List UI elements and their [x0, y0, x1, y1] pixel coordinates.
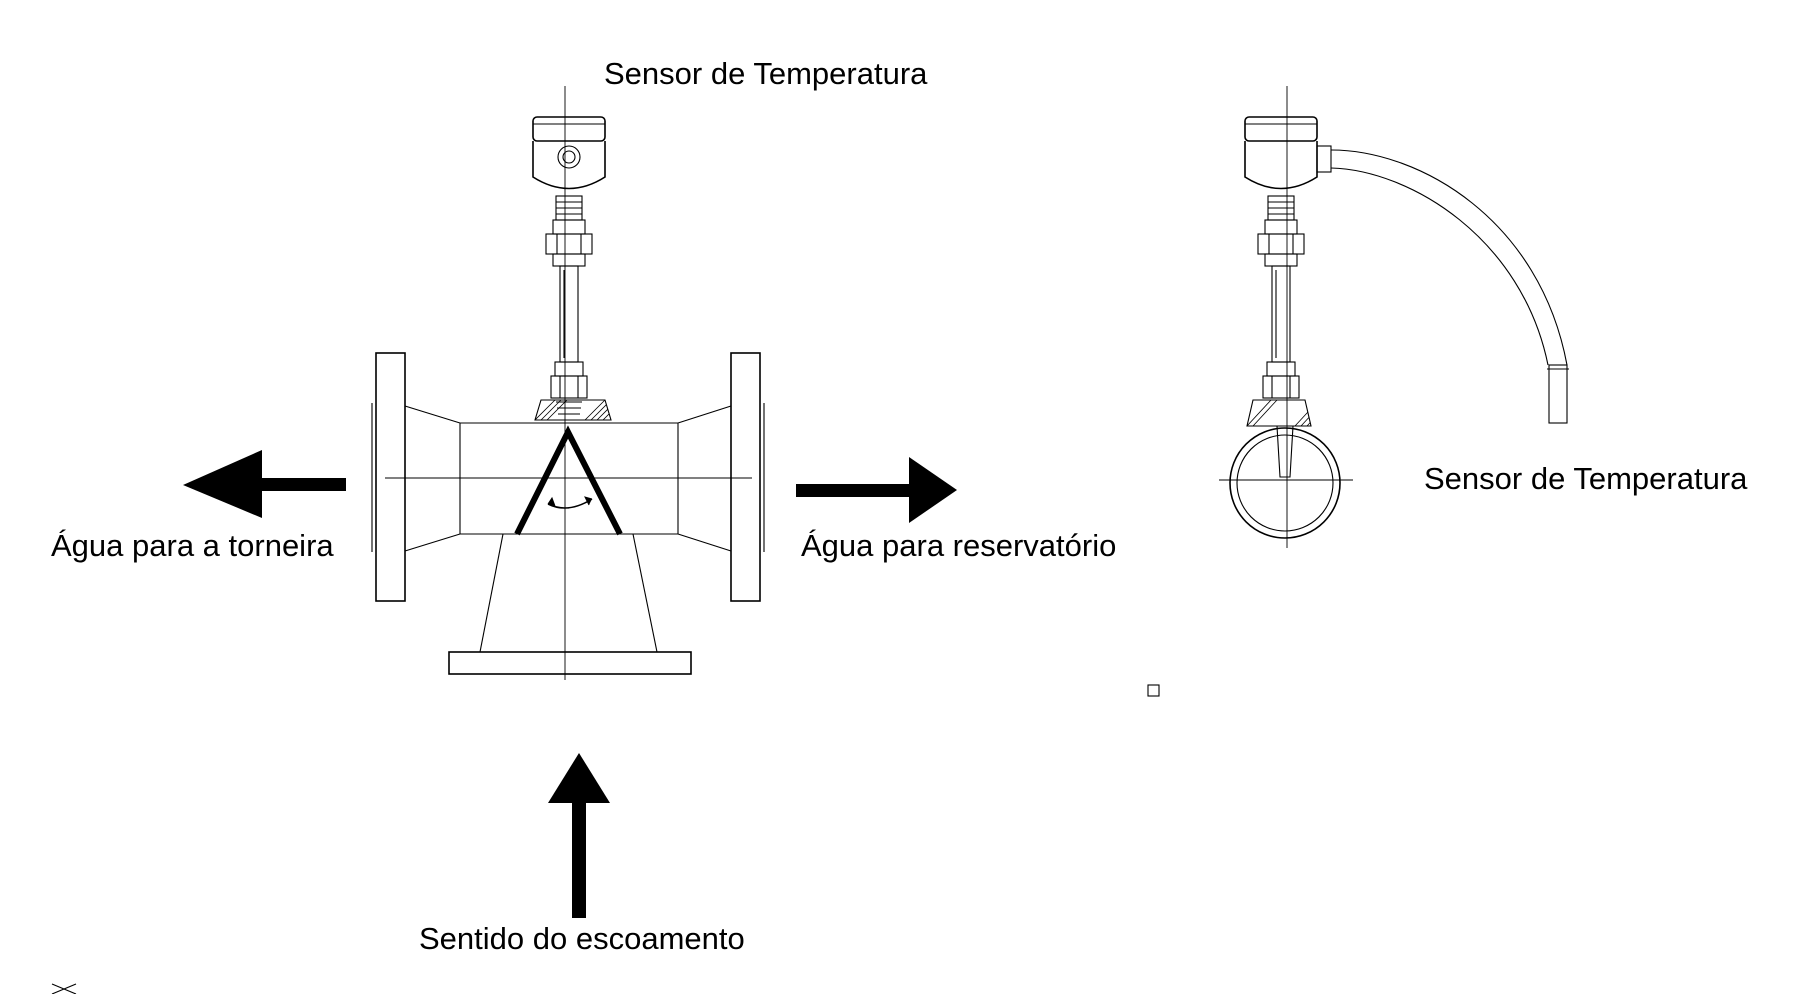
- sensor-lower-nut: [550, 375, 588, 399]
- arrow-right-outlet: [796, 457, 957, 523]
- arrow-up-flow: [548, 753, 610, 918]
- left-reducer: [404, 405, 461, 552]
- sensor-head-port: [557, 145, 581, 169]
- side-sensor-head-body: [1244, 141, 1318, 190]
- pipe-cross-section-outer: [1229, 427, 1341, 539]
- sensor-head-cap: [532, 116, 606, 142]
- pipe-cross-section-inner: [1236, 434, 1334, 532]
- bottom-flange: [448, 651, 692, 675]
- side-sensor-boss: [1246, 399, 1312, 427]
- label-outlet-left: Água para a torneira: [51, 528, 334, 563]
- pipe-side-view: [1219, 86, 1353, 548]
- sensor-upper-nut: [545, 233, 593, 255]
- cable-end-sleeve: [1548, 364, 1568, 424]
- bottom-branch-left: [479, 533, 504, 653]
- arrow-left-outlet: [183, 450, 346, 518]
- left-flange: [375, 352, 406, 602]
- sensor-cable-inner: [1330, 167, 1549, 366]
- small-square-marker: [1147, 684, 1160, 697]
- sensor-head-body: [532, 141, 606, 190]
- label-flow-direction: Sentido do escoamento: [419, 921, 745, 956]
- cable-gland: [1316, 145, 1332, 173]
- bottom-branch-right: [632, 533, 658, 653]
- right-flange: [730, 352, 761, 602]
- temperature-sensor-front: [532, 116, 606, 415]
- sensor-boss: [534, 399, 612, 421]
- rotation-arc: [547, 498, 593, 509]
- sensor-stem: [559, 265, 579, 363]
- right-reducer: [677, 405, 732, 552]
- probe-tip: [1276, 425, 1294, 478]
- label-outlet-right: Água para reservatório: [801, 528, 1116, 563]
- label-sensor-top: Sensor de Temperatura: [604, 56, 928, 91]
- sensor-cable-outer: [1330, 149, 1568, 366]
- corner-x-marker: [51, 983, 77, 994]
- label-sensor-right: Sensor de Temperatura: [1424, 461, 1748, 496]
- side-sensor-head-cap: [1244, 116, 1318, 142]
- pipe-tee-front-view: [371, 86, 765, 680]
- temperature-sensor-side: [1244, 116, 1569, 424]
- vortex-triangle: [514, 425, 623, 536]
